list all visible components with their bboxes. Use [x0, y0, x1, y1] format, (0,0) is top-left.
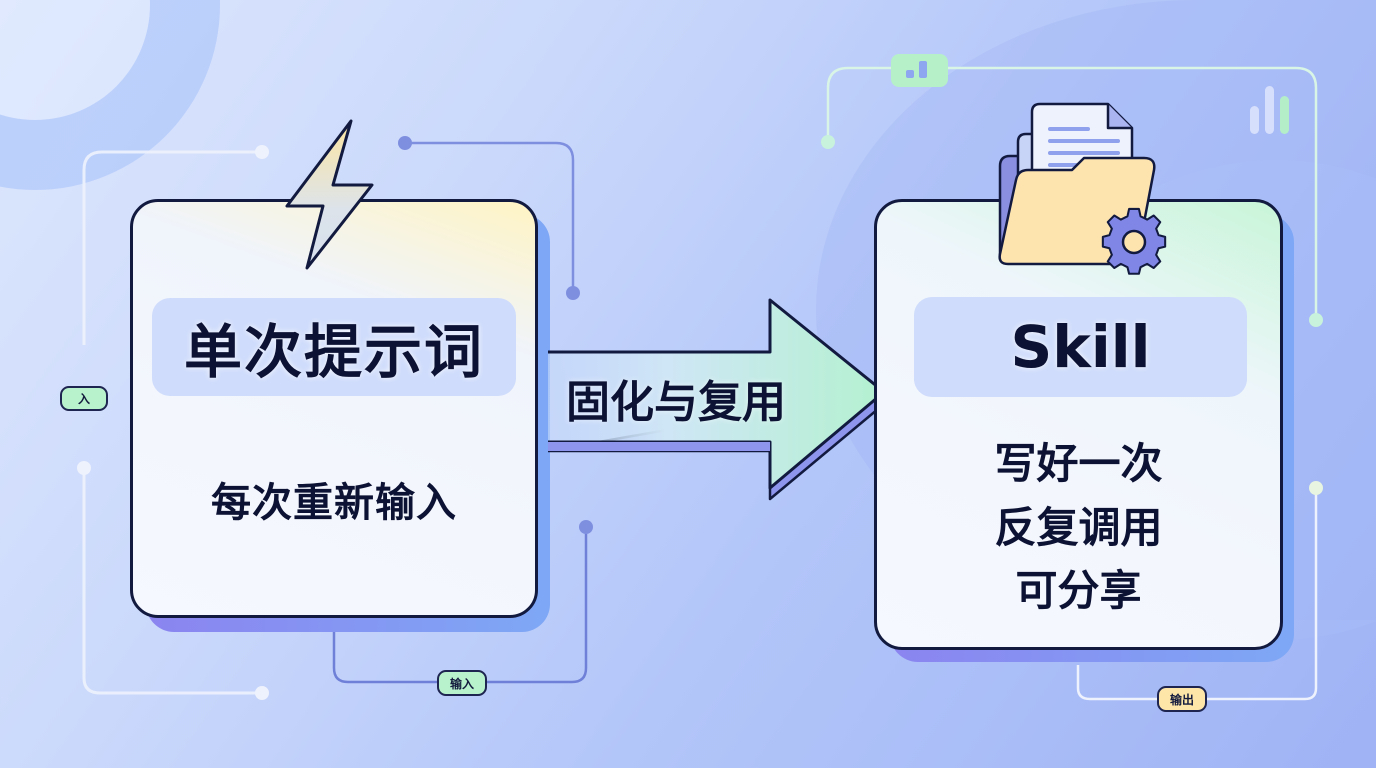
left-card-title-pill: 单次提示词	[152, 298, 516, 396]
right-card-line-1: 写好一次	[994, 439, 1163, 488]
right-card: Skill 写好一次 反复调用 可分享	[874, 199, 1283, 650]
input-tag-left: 入	[60, 386, 108, 411]
output-tag: 输出	[1157, 686, 1207, 712]
chart-badge	[891, 54, 948, 87]
right-card-title-pill: Skill	[914, 297, 1247, 397]
arrow-label: 固化与复用	[566, 377, 786, 428]
signal-bars-icon	[1250, 86, 1289, 134]
folder-gear-icon	[998, 102, 1167, 275]
lightning-icon	[285, 119, 374, 270]
left-card-title: 单次提示词	[183, 318, 484, 386]
left-card-subtitle: 每次重新输入	[211, 480, 457, 526]
right-card-line-3: 可分享	[1015, 566, 1142, 615]
bar-chart-icon	[906, 61, 927, 78]
left-card: 单次提示词 每次重新输入	[130, 199, 538, 618]
input-tag-bottom: 输入	[437, 670, 487, 696]
right-card-line-2: 反复调用	[994, 503, 1163, 552]
right-card-title: Skill	[1010, 313, 1151, 381]
